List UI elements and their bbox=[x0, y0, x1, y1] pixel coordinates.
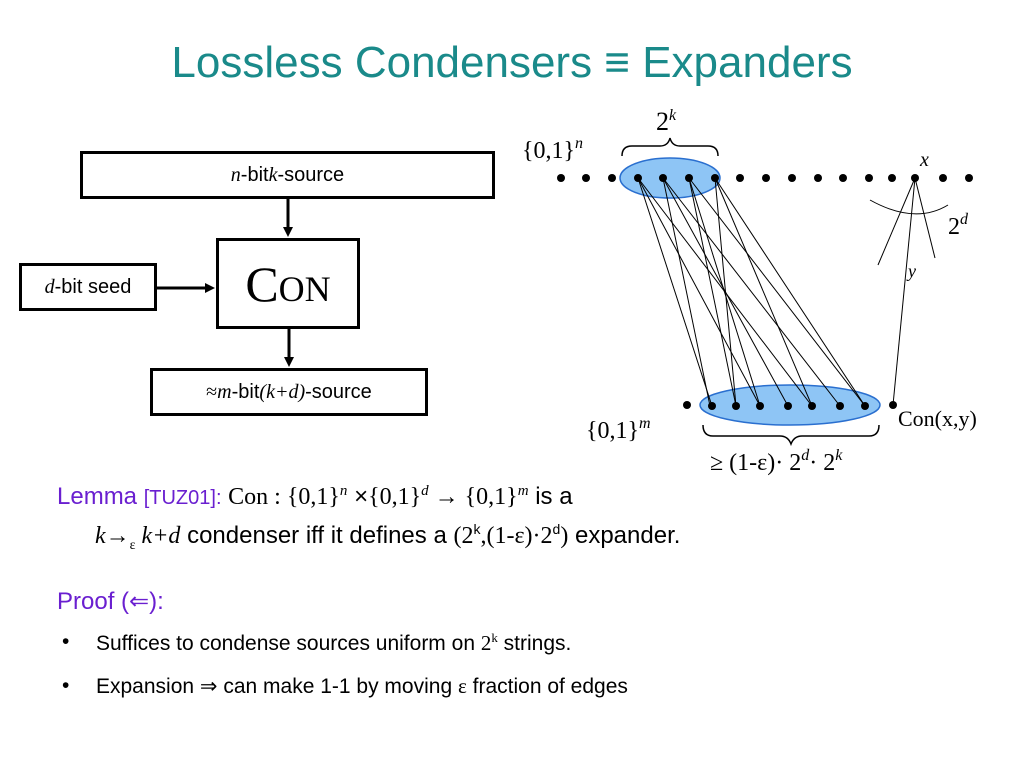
lemma-exp-m: m bbox=[517, 483, 529, 499]
approx-symbol: ≈ bbox=[206, 380, 218, 403]
top-brace-label: 2k bbox=[656, 107, 677, 136]
bullet-dot: • bbox=[62, 630, 70, 653]
m-var: m bbox=[217, 380, 232, 403]
top-ellipse bbox=[619, 157, 721, 199]
bullet-2-text: Expansion bbox=[96, 675, 200, 698]
bullet-2-post: fraction of edges bbox=[466, 675, 628, 698]
lemma-eps-sub: ε bbox=[129, 537, 136, 553]
top-set-label: {0,1}n bbox=[522, 135, 583, 164]
lemma-con: Con : bbox=[228, 484, 287, 510]
lemma-params: (2 bbox=[453, 523, 474, 549]
degree-arc bbox=[869, 199, 949, 215]
k-var: k bbox=[268, 163, 278, 186]
lemma-set-m: {0,1} bbox=[464, 484, 518, 510]
seed-box: d-bit seed bbox=[19, 263, 157, 311]
bullet-2-mid: can make 1-1 by moving bbox=[217, 675, 458, 698]
slide-title: Lossless Condensers ≡ Expanders bbox=[171, 38, 853, 87]
lemma-params-d: d bbox=[552, 521, 561, 537]
lemma-tail-2: expander. bbox=[568, 522, 681, 549]
lemma-label: Lemma bbox=[57, 483, 138, 510]
expander-edges bbox=[637, 177, 936, 407]
bullet-1-sup: k bbox=[491, 630, 498, 645]
bullet-1-text: Suffices to condense sources uniform on bbox=[96, 632, 481, 655]
x-label: x bbox=[919, 149, 929, 171]
top-vertices bbox=[557, 174, 973, 182]
lemma-arrow: → bbox=[428, 484, 465, 510]
bottom-brace bbox=[702, 424, 880, 447]
n-var: n bbox=[230, 163, 241, 186]
lemma-params-close: ) bbox=[560, 523, 569, 549]
d-var: d bbox=[44, 275, 55, 298]
bullet-1-math: 2 bbox=[480, 631, 492, 655]
lemma-tail-1: is a bbox=[528, 483, 573, 510]
bottom-brace-label: ≥ (1-ε)· 2d· 2k bbox=[710, 447, 843, 476]
y-label: y bbox=[906, 261, 916, 281]
bullet-2-math: ⇒ bbox=[199, 674, 218, 698]
lemma-mid: condenser iff it defines a bbox=[180, 522, 454, 549]
kd-var: (k+d) bbox=[259, 380, 306, 403]
output-bit-text: -bit bbox=[231, 380, 260, 403]
source-rest-text: -source bbox=[277, 163, 345, 186]
degree-label: 2d bbox=[948, 211, 969, 240]
lemma-line-1: Lemma [TUZ01]: Con : {0,1}n ×{0,1}d → {0… bbox=[57, 483, 573, 511]
lemma-exp-d: d bbox=[421, 483, 429, 499]
top-brace bbox=[621, 137, 719, 157]
proof-bullet-2: • Expansion ⇒ can make 1-1 by moving ε f… bbox=[62, 674, 628, 699]
con-letters-on: ON bbox=[278, 268, 331, 309]
lemma-set-n: {0,1} bbox=[286, 484, 340, 510]
lemma-k-arrow: k→ bbox=[95, 523, 130, 549]
lemma-times: × bbox=[347, 483, 369, 510]
con-letter-c: C bbox=[245, 255, 279, 312]
lemma-line-2: k→ε k+d condenser iff it defines a (2k,(… bbox=[95, 521, 680, 554]
con-xy-label: Con(x,y) bbox=[898, 406, 977, 431]
lemma-params-rest: ,(1-ε)·2 bbox=[480, 523, 553, 549]
bullet-dot: • bbox=[62, 674, 70, 697]
lemma-exp-n: n bbox=[339, 483, 348, 499]
bullet-2-eps: ε bbox=[457, 674, 467, 698]
lemma-kd: k+d bbox=[135, 523, 181, 549]
lemma-set-d: {0,1} bbox=[368, 484, 422, 510]
source-box: n-bit k-source bbox=[80, 151, 495, 199]
proof-bullet-1: • Suffices to condense sources uniform o… bbox=[62, 630, 572, 656]
bullet-1-post: strings. bbox=[497, 632, 572, 655]
source-bit-text: -bit bbox=[240, 163, 269, 186]
bottom-vertices bbox=[683, 401, 897, 410]
output-box: ≈ m-bit (k+d)-source bbox=[150, 368, 428, 416]
lemma-cite: [TUZ01]: bbox=[143, 487, 222, 509]
bottom-set-label: {0,1}m bbox=[586, 415, 651, 444]
proof-label: Proof (⇐): bbox=[57, 588, 164, 615]
seed-rest-text: -bit seed bbox=[54, 275, 132, 298]
output-rest-text: -source bbox=[305, 380, 372, 403]
lemma-params-k: k bbox=[473, 521, 481, 537]
